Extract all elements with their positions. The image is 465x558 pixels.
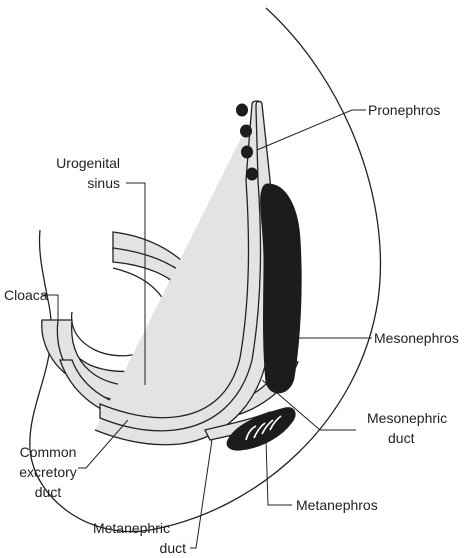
label-urogenital-sinus-line1: Urogenital	[56, 155, 120, 171]
pronephros-dot	[246, 168, 258, 181]
label-pronephros: Pronephros	[368, 102, 440, 118]
label-mesonephros: Mesonephros	[374, 330, 459, 346]
pronephros-dot	[240, 125, 252, 138]
label-common-excretory-duct-line1: Common	[20, 444, 77, 460]
pronephros-dot	[236, 104, 248, 117]
pronephros-dot	[241, 146, 253, 159]
label-metanephros: Metanephros	[296, 497, 378, 513]
label-cloaca: Cloaca	[4, 287, 48, 303]
leader-metanephric-duct	[190, 440, 212, 548]
label-metanephric-duct-line1: Metanephric	[93, 520, 170, 536]
leader-metanephros	[266, 440, 292, 505]
label-common-excretory-duct-line3: duct	[35, 484, 62, 500]
label-mesonephric-duct-line2: duct	[388, 430, 415, 446]
mesonephros-organ	[261, 184, 302, 393]
leader-pronephros	[257, 110, 366, 150]
label-common-excretory-duct-line2: excretory	[19, 464, 77, 480]
label-mesonephric-duct-line1: Mesonephric	[367, 410, 447, 426]
label-metanephric-duct-line2: duct	[160, 540, 187, 556]
label-urogenital-sinus-line2: sinus	[87, 175, 120, 191]
